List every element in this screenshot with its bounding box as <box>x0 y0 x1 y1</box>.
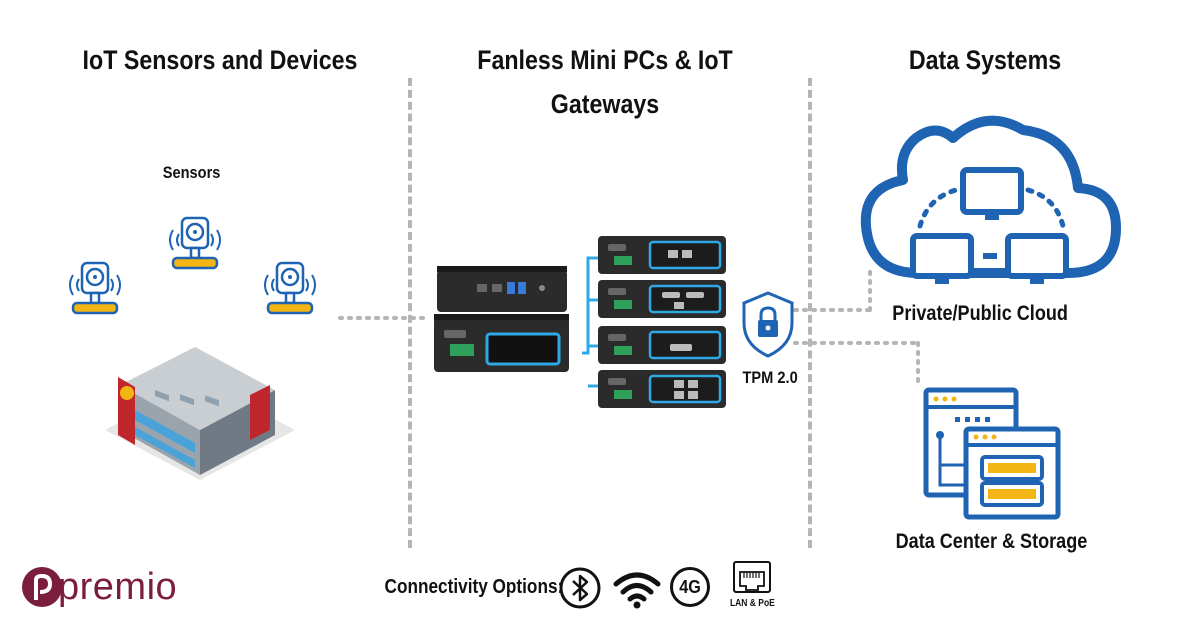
mini-pc-top <box>437 266 567 312</box>
wifi-icon <box>613 572 661 609</box>
sensor-icon <box>169 216 221 270</box>
ethernet-port-icon <box>733 561 771 593</box>
middle-column-title: Fanless Mini PCs & IoT Gateways <box>477 45 733 119</box>
fanless-mini-pc-group <box>434 266 569 372</box>
cloud-icon <box>860 115 1121 284</box>
4g-badge: 4G <box>670 567 710 607</box>
premio-logo: premio <box>18 562 218 612</box>
cloud-monitor-icon <box>960 167 1024 220</box>
iot-gateway-stack <box>582 236 726 408</box>
datacenter-label: Data Center & Storage <box>895 530 1088 553</box>
sensors-label: Sensors <box>162 163 221 182</box>
divider-right <box>808 78 812 548</box>
gateway-unit <box>598 280 726 318</box>
sensor-icon <box>69 261 121 315</box>
cloud-monitor-icon <box>910 233 974 284</box>
connectivity-label: Connectivity Options: <box>384 576 564 598</box>
premio-wordmark: premio <box>58 566 178 608</box>
data-center-icon <box>923 387 1061 520</box>
tpm-shield-lock-icon <box>742 291 794 358</box>
cloud-label: Private/Public Cloud <box>892 302 1068 325</box>
sensor-icons <box>69 216 316 315</box>
divider-left <box>408 78 412 548</box>
4g-text: 4G <box>679 577 701 597</box>
bluetooth-icon <box>559 567 601 609</box>
tpm-label: TPM 2.0 <box>742 368 798 387</box>
server-rack-icon <box>980 455 1044 507</box>
mini-pc-bottom <box>434 314 569 372</box>
lan-poe-icon: LAN & PoE <box>722 560 782 620</box>
gateway-unit <box>598 236 726 274</box>
right-column-title: Data Systems <box>908 45 1062 75</box>
gateway-unit <box>598 326 726 364</box>
premio-logo-mark <box>22 567 62 607</box>
cloud-monitor-icon <box>1005 233 1069 284</box>
lan-poe-label: LAN & PoE <box>729 598 775 609</box>
sensor-icon <box>264 261 316 315</box>
left-column-title: IoT Sensors and Devices <box>82 45 358 75</box>
gateway-unit <box>598 370 726 408</box>
building-icon <box>105 347 295 480</box>
